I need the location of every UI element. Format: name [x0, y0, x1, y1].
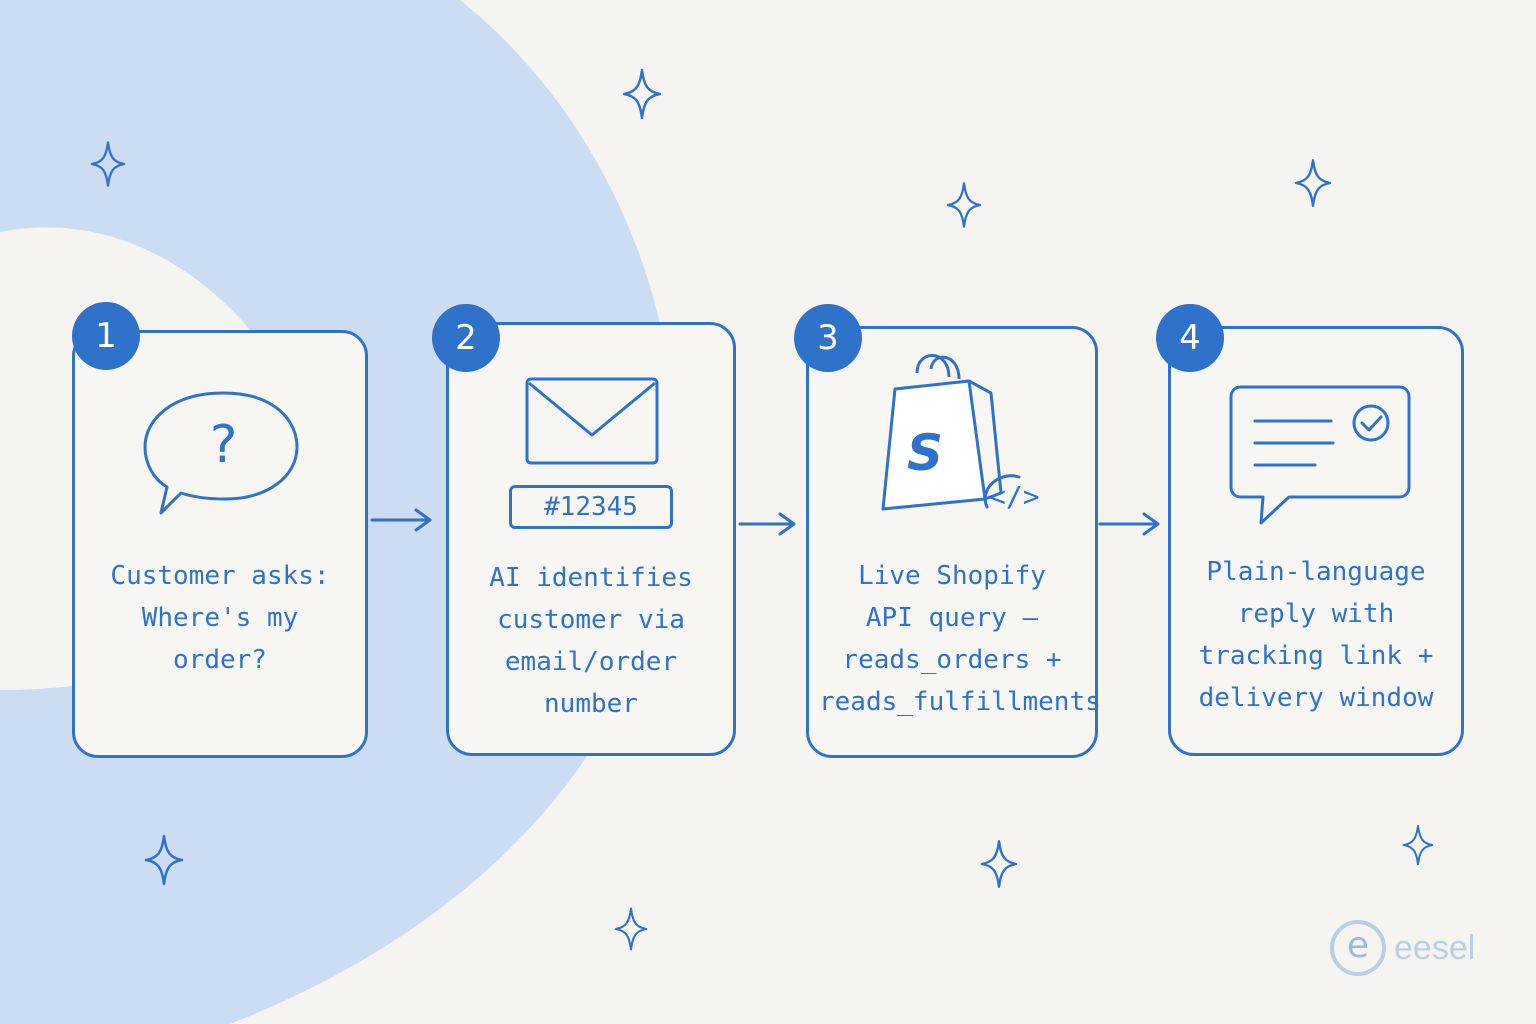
- logo-mark: [1330, 920, 1386, 976]
- shopify-bag-icon: [881, 354, 1021, 511]
- sparkle-icon: [614, 907, 648, 951]
- step-card-4: Plain-language reply with tracking link …: [1168, 326, 1464, 756]
- code-glyph: </>: [989, 480, 1040, 513]
- sparkle-icon: [90, 141, 126, 187]
- step-card-2: #12345 AI identifies customer via email/…: [446, 322, 736, 756]
- sparkle-icon: [1294, 159, 1332, 207]
- arrow-icon: [1098, 512, 1160, 536]
- arrow-icon: [370, 508, 432, 532]
- sparkle-icon: [980, 840, 1018, 888]
- step-text-3: Live Shopify API query — reads_orders + …: [819, 561, 1101, 717]
- order-number-text: #12345: [544, 492, 638, 522]
- step-badge-1: 1: [72, 302, 140, 370]
- step-badge-4: 4: [1156, 304, 1224, 372]
- step-card-3: S </> Live Shopify API query — reads_ord…: [806, 326, 1101, 758]
- step-badge-2: 2: [432, 304, 500, 372]
- question-speech-bubble-icon: [143, 391, 299, 515]
- step-badge-3: 3: [794, 304, 862, 372]
- arrow-icon: [738, 512, 796, 536]
- reply-message-check-icon: [1229, 385, 1411, 525]
- step-text-1: Customer asks: Where's my order?: [110, 561, 330, 675]
- shopify-s-letter: S: [906, 424, 943, 482]
- step-text-2: AI identifies customer via email/order n…: [489, 563, 693, 719]
- order-number-field: #12345: [509, 485, 673, 529]
- sparkle-icon: [1402, 824, 1434, 866]
- sparkle-icon: [144, 834, 184, 886]
- logo-letter: e: [1346, 925, 1370, 966]
- step-text-4: Plain-language reply with tracking link …: [1198, 557, 1434, 713]
- envelope-icon: [525, 377, 659, 465]
- eesel-logo: e eesel: [1330, 920, 1500, 984]
- sparkle-icon: [946, 182, 982, 228]
- step-card-1: ? Customer asks: Where's my order?: [72, 330, 368, 758]
- question-mark: ?: [207, 415, 239, 475]
- logo-wordmark: eesel: [1394, 929, 1476, 967]
- sparkle-icon: [622, 68, 662, 120]
